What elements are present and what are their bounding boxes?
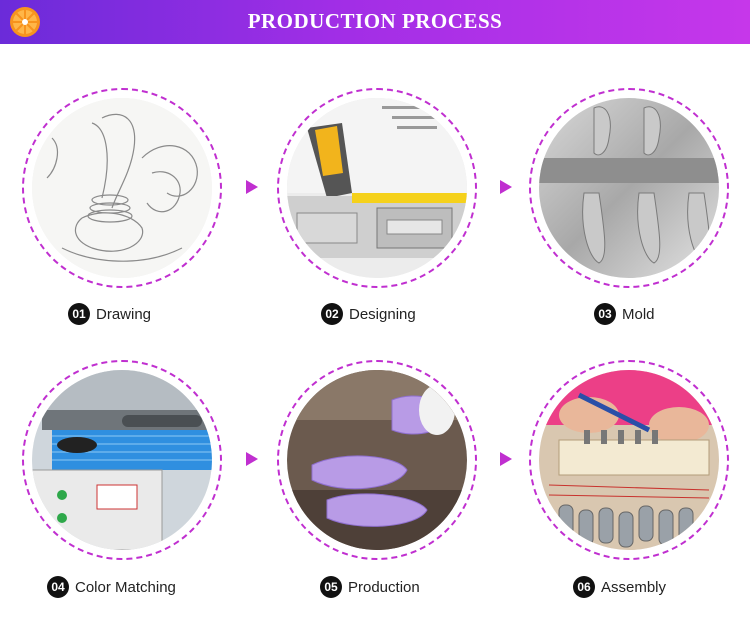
step-2-image-frame — [277, 88, 477, 288]
step-label-text: Drawing — [96, 305, 152, 323]
step-label-text: Mold — [622, 305, 655, 323]
step-1-image-frame — [22, 88, 222, 288]
step-label-text: Production — [348, 578, 420, 596]
step-2-label: 02 Designing — [321, 303, 416, 325]
step-3-label: 03 Mold — [594, 303, 655, 325]
step-number-badge: 05 — [320, 576, 342, 598]
step-1-label: 01 Drawing — [68, 303, 151, 325]
step-4-label: 04 Color Matching — [47, 576, 176, 598]
arrow-right-icon — [500, 180, 512, 194]
step-label-text: Designing — [349, 305, 416, 323]
cad-design-image — [287, 98, 467, 278]
step-number-badge: 04 — [47, 576, 69, 598]
metal-mold-image — [539, 98, 719, 278]
sketch-drawing-image — [32, 98, 212, 278]
arrow-right-icon — [246, 180, 258, 194]
step-number-badge: 01 — [68, 303, 90, 325]
step-label-text: Assembly — [601, 578, 667, 596]
page-title: PRODUCTION PROCESS — [247, 9, 503, 33]
color-matching-machine-image — [32, 370, 212, 550]
step-5-image-frame — [277, 360, 477, 560]
step-number-badge: 06 — [573, 576, 595, 598]
step-4-image-frame — [22, 360, 222, 560]
hand-assembly-image — [539, 370, 719, 550]
step-3-image-frame — [529, 88, 729, 288]
step-number-badge: 03 — [594, 303, 616, 325]
step-6-image-frame — [529, 360, 729, 560]
header-banner: PRODUCTION PROCESS — [0, 0, 750, 44]
arrow-right-icon — [246, 452, 258, 466]
step-label-text: Color Matching — [75, 578, 176, 596]
step-6-label: 06 Assembly — [573, 576, 666, 598]
arrow-right-icon — [500, 452, 512, 466]
step-5-label: 05 Production — [320, 576, 420, 598]
step-number-badge: 02 — [321, 303, 343, 325]
purple-silicone-products-image — [287, 370, 467, 550]
orange-slice-logo — [10, 7, 40, 37]
